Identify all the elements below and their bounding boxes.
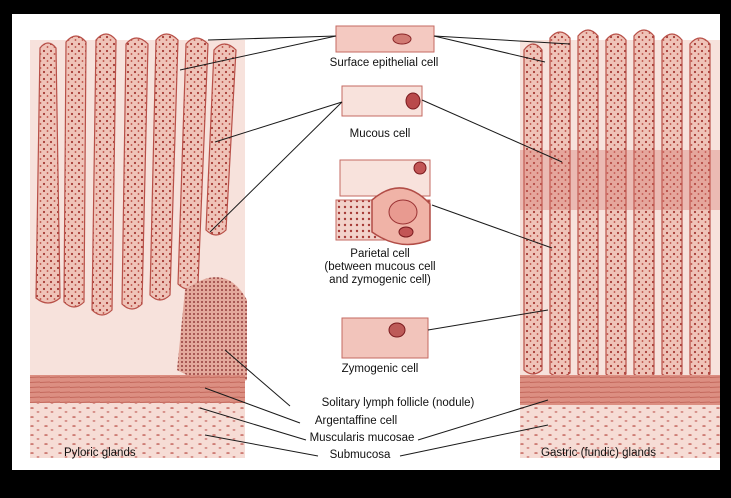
surface-epithelial-cell-drawing xyxy=(336,26,434,52)
parietal-cell-drawing xyxy=(336,160,430,245)
lymph-follicle-label: Solitary lymph follicle (nodule) xyxy=(322,397,475,409)
pyloric-muscularis xyxy=(30,375,245,403)
zymogenic-cell-drawing xyxy=(342,318,428,358)
mucous-cell-label: Mucous cell xyxy=(350,128,411,140)
pyloric-tissue xyxy=(30,34,247,458)
fundic-tissue xyxy=(520,30,720,458)
parietal-cell-label: Parietal cell xyxy=(350,248,409,260)
parietal-cell-label-line2: (between mucous cell xyxy=(324,261,435,273)
fundic-glands-caption: Gastric (fundic) glands xyxy=(541,447,656,459)
pyloric-submucosa xyxy=(30,403,245,458)
parietal-cell-label-line3: and zymogenic cell) xyxy=(329,274,431,286)
pyloric-glands-caption: Pyloric glands xyxy=(64,447,136,459)
argentaffine-cell-label: Argentaffine cell xyxy=(315,415,397,427)
muscularis-mucosae-label: Muscularis mucosae xyxy=(310,432,415,444)
fundic-muscularis xyxy=(520,375,720,405)
surface-epithelial-cell-label: Surface epithelial cell xyxy=(330,57,439,69)
fundic-deep-zone xyxy=(520,150,720,210)
zymogenic-cell-label: Zymogenic cell xyxy=(342,363,419,375)
lymph-follicle-region xyxy=(177,277,247,384)
submucosa-label: Submucosa xyxy=(330,449,391,461)
mucous-cell-drawing xyxy=(342,86,422,116)
